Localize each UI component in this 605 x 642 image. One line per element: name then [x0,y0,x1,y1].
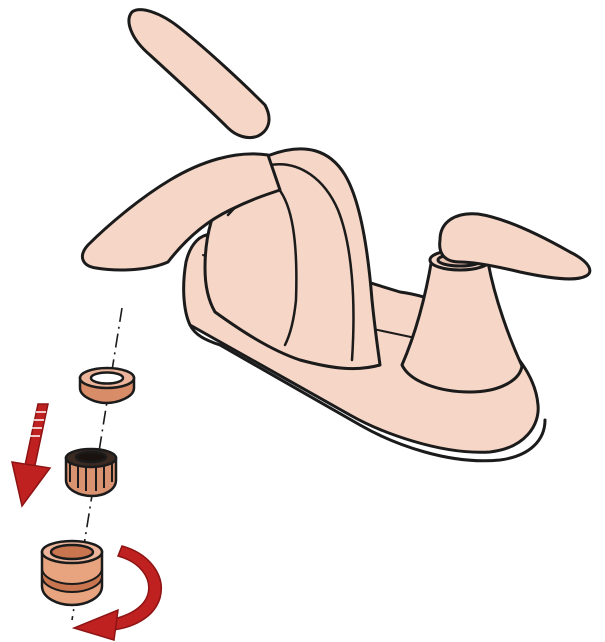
arrow-down-stripes [30,411,46,437]
spout-arm [80,152,282,272]
housing-opening [49,543,95,561]
housing-icon [40,539,104,607]
faucet-base-rim [188,323,547,463]
washer-hole [89,371,125,385]
spout-front-seam [268,162,355,362]
aerator-ridges [69,462,113,491]
right-handle-column [400,256,524,394]
rotate-arrow-icon [71,545,162,641]
arrow-down-icon [11,403,52,508]
housing-band [41,567,103,594]
left-handle-lever [127,8,271,140]
arrow-down-shaft [23,403,49,471]
right-handle-lever [438,212,592,281]
housing-body [40,550,104,607]
aerator-icon [64,447,118,498]
aerator-screen [74,450,108,464]
washer-icon [78,366,136,405]
faucet-icon [80,8,592,463]
arrow-down-head [11,461,52,508]
rotate-arrow-head [71,608,119,641]
